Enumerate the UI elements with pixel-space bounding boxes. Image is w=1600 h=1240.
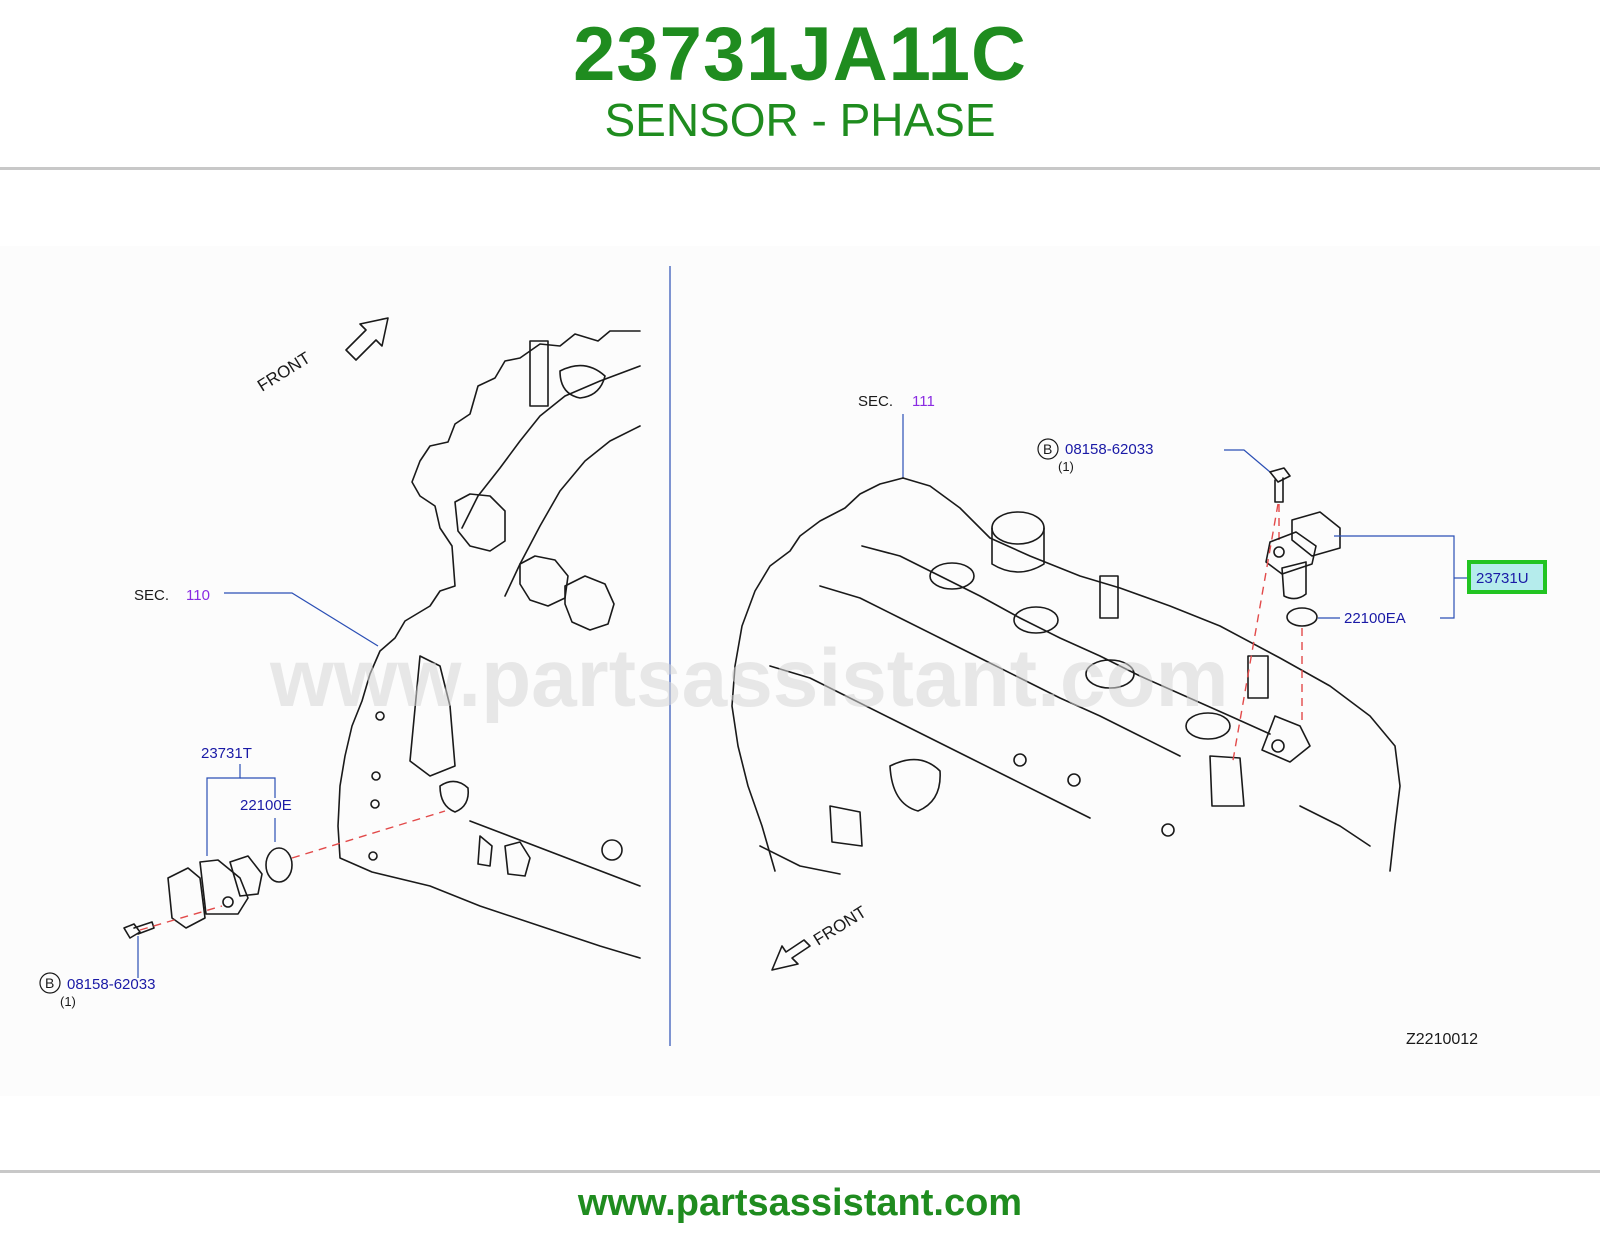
sensor-leader-left bbox=[206, 764, 241, 856]
parts-diagram-svg: FRONT SEC. 110 237 bbox=[39, 266, 1547, 1048]
sec-label-right: SEC. bbox=[858, 393, 893, 410]
oring-label-right: 22100EA bbox=[1344, 610, 1406, 627]
bolt-right bbox=[1269, 467, 1291, 503]
bolt-qty-left: (1) bbox=[60, 994, 76, 1009]
phase-sensor-right bbox=[1265, 511, 1341, 600]
sec-leader-left bbox=[224, 592, 379, 647]
diagram-code: Z2210012 bbox=[1406, 1031, 1478, 1048]
oring-label-left: 22100E bbox=[240, 797, 292, 814]
bolt-label-right: 08158-62033 bbox=[1065, 441, 1153, 458]
highlighted-part-box[interactable] bbox=[1467, 560, 1547, 594]
parts-diagram: FRONT SEC. 110 237 bbox=[0, 246, 1600, 1096]
bolt-qty-right: (1) bbox=[1058, 459, 1074, 474]
part-name-subtitle: SENSOR - PHASE bbox=[604, 94, 996, 146]
front-label-right: FRONT bbox=[810, 902, 870, 949]
bolt-dashed-left bbox=[139, 905, 223, 931]
front-label-left: FRONT bbox=[254, 348, 314, 395]
front-arrow-left bbox=[345, 317, 389, 361]
sec-number-right: 111 bbox=[912, 393, 935, 410]
install-dashed-left bbox=[291, 810, 446, 859]
sensor-label-right[interactable]: 23731U bbox=[1476, 570, 1529, 587]
part-number-title: 23731JA11C bbox=[573, 12, 1027, 97]
oring-right bbox=[1286, 607, 1318, 627]
sensor-leader-right bbox=[1334, 535, 1455, 619]
oring-left bbox=[265, 847, 293, 883]
bolt-prefix-left: B bbox=[45, 975, 54, 991]
engine-block-left bbox=[337, 330, 641, 959]
footer-url-link[interactable]: www.partsassistant.com bbox=[577, 1182, 1023, 1224]
bolt-dashed-right-2 bbox=[1231, 503, 1279, 767]
engine-head-right bbox=[731, 477, 1401, 875]
bolt-leader-right bbox=[1224, 449, 1271, 473]
front-arrow-right bbox=[771, 939, 811, 971]
sensor-leader-branch-left bbox=[240, 777, 276, 798]
sec-label-left: SEC. bbox=[134, 587, 169, 604]
sec-number-left: 110 bbox=[186, 587, 210, 604]
sensor-label-left: 23731T bbox=[201, 745, 252, 762]
phase-sensor-left bbox=[167, 855, 263, 929]
page-header: 23731JA11C SENSOR - PHASE bbox=[0, 0, 1600, 170]
bolt-label-left: 08158-62033 bbox=[67, 976, 155, 993]
watermark: www.partsassistant.com bbox=[269, 633, 1229, 724]
bolt-prefix-right: B bbox=[1043, 441, 1052, 457]
bolt-left bbox=[123, 921, 155, 939]
footer-divider bbox=[0, 1170, 1600, 1173]
bolt-prefix-circle-left bbox=[39, 972, 61, 994]
header-divider bbox=[0, 167, 1600, 170]
bolt-prefix-circle-right bbox=[1037, 438, 1059, 460]
